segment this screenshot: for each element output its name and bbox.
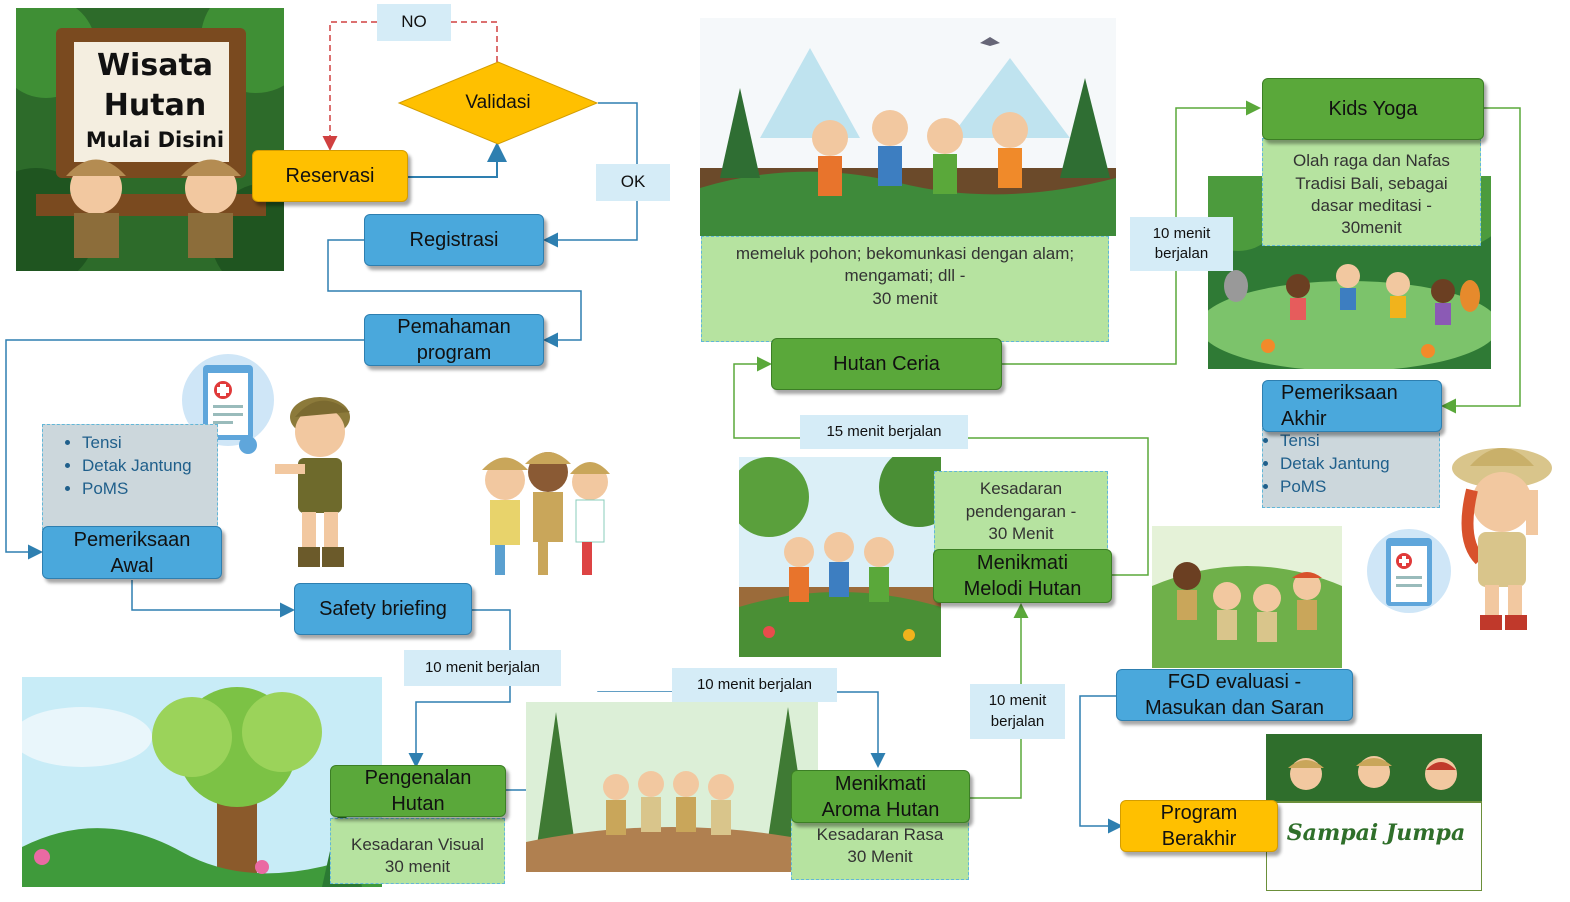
melodi-note: Kesadaran pendengaran - 30 Menit <box>934 471 1108 553</box>
akhir-item-tensi: Tensi <box>1280 430 1440 453</box>
akhir-item-detak: Detak Jantung <box>1280 453 1440 476</box>
pengenalan-note: Kesadaran Visual 30 menit <box>330 818 505 884</box>
pemeriksaan-awal-list: Tensi Detak Jantung PoMS <box>42 432 218 501</box>
kid-ranger-pointing <box>270 382 370 574</box>
registrasi-label: Registrasi <box>409 229 499 251</box>
awal-item-detak: Detak Jantung <box>82 455 218 478</box>
aroma-note: Kesadaran Rasa 30 Menit <box>791 818 969 880</box>
pemeriksaan-akhir-list: Tensi Detak Jantung PoMS <box>1240 430 1440 499</box>
fgd-evaluasi-step: FGD evaluasi - Masukan dan Saran <box>1116 669 1353 721</box>
clipboard-icon-right <box>1364 516 1454 626</box>
validasi-label: Validasi <box>465 92 531 113</box>
connector-reservasi-validasi <box>408 142 507 178</box>
hutan-ceria-step: Hutan Ceria <box>771 338 1002 390</box>
ok-tag: OK <box>596 164 670 201</box>
pemahaman-label: Pemahaman program <box>397 316 511 364</box>
forest-sign-illustration <box>16 8 284 271</box>
connector-awal-safety <box>131 580 295 618</box>
three-explorer-kids <box>470 440 622 585</box>
pengenalan-label: Pengenalan Hutan <box>364 767 472 815</box>
pemeriksaan-akhir-label: Pemeriksaan Akhir <box>1281 382 1398 430</box>
kids-marching-illustration <box>526 692 818 877</box>
awal-item-poms: PoMS <box>82 478 218 501</box>
awal-item-tensi: Tensi <box>82 432 218 455</box>
pemeriksaan-akhir-notes <box>1262 428 1440 508</box>
ceria-note: memeluk pohon; bekomunkasi dengan alam; … <box>701 236 1109 342</box>
kids-discussion-illustration <box>1152 526 1342 668</box>
melodi-hutan-step: Menikmati Melodi Hutan <box>933 549 1112 603</box>
yoga-note: Olah raga dan Nafas Tradisi Bali, sebaga… <box>1262 138 1481 246</box>
walk-tag-5: 10 menit berjalan <box>1130 217 1233 271</box>
pemeriksaan-awal-label: Pemeriksaan Awal <box>73 528 191 577</box>
farewell-card-illustration <box>1266 734 1482 891</box>
no-tag: NO <box>377 4 451 41</box>
program-berakhir-step: Program Berakhir <box>1120 800 1278 852</box>
fgd-label: FGD evaluasi - Masukan dan Saran <box>1144 671 1324 719</box>
ceria-label: Hutan Ceria <box>833 353 940 375</box>
pemahaman-program-step: Pemahaman program <box>364 314 544 366</box>
connector-fgd-berakhir <box>1079 695 1123 834</box>
girl-ranger-waving <box>1440 430 1565 635</box>
reservasi-step: Reservasi <box>252 150 408 202</box>
farewell-text: Sampai Jumpa <box>1286 820 1466 846</box>
aroma-hutan-step: Menikmati Aroma Hutan <box>791 770 970 823</box>
kids-yoga-step: Kids Yoga <box>1262 78 1484 140</box>
safety-label: Safety briefing <box>319 598 447 620</box>
pengenalan-hutan-step: Pengenalan Hutan <box>330 765 506 817</box>
walk-tag-4: 15 menit berjalan <box>800 415 968 449</box>
poster-title-1: Wisata <box>96 48 214 83</box>
walk-tag-3: 10 menit berjalan <box>970 684 1065 739</box>
poster-title-3: Mulai Disini <box>85 128 225 152</box>
validasi-decision: Validasi <box>397 60 599 146</box>
yoga-label: Kids Yoga <box>1328 98 1418 120</box>
kids-hiking-illustration <box>700 18 1116 236</box>
berakhir-label: Program Berakhir <box>1160 802 1238 850</box>
pemeriksaan-awal-step: Pemeriksaan Awal <box>42 526 222 579</box>
safety-briefing-step: Safety briefing <box>294 583 472 635</box>
walk-tag-2: 10 menit berjalan <box>672 668 837 702</box>
registrasi-step: Registrasi <box>364 214 544 266</box>
walk-tag-1: 10 menit berjalan <box>404 650 561 686</box>
reservasi-label: Reservasi <box>285 165 375 187</box>
poster-title-2: Hutan <box>103 88 207 123</box>
forest-tree-illustration <box>22 677 382 887</box>
kids-forest-walk-illustration <box>739 457 941 657</box>
akhir-item-poms: PoMS <box>1280 476 1440 499</box>
aroma-label: Menikmati Aroma Hutan <box>821 772 940 821</box>
melodi-label: Menikmati Melodi Hutan <box>963 552 1082 600</box>
pemeriksaan-akhir-step: Pemeriksaan Akhir <box>1262 380 1442 432</box>
